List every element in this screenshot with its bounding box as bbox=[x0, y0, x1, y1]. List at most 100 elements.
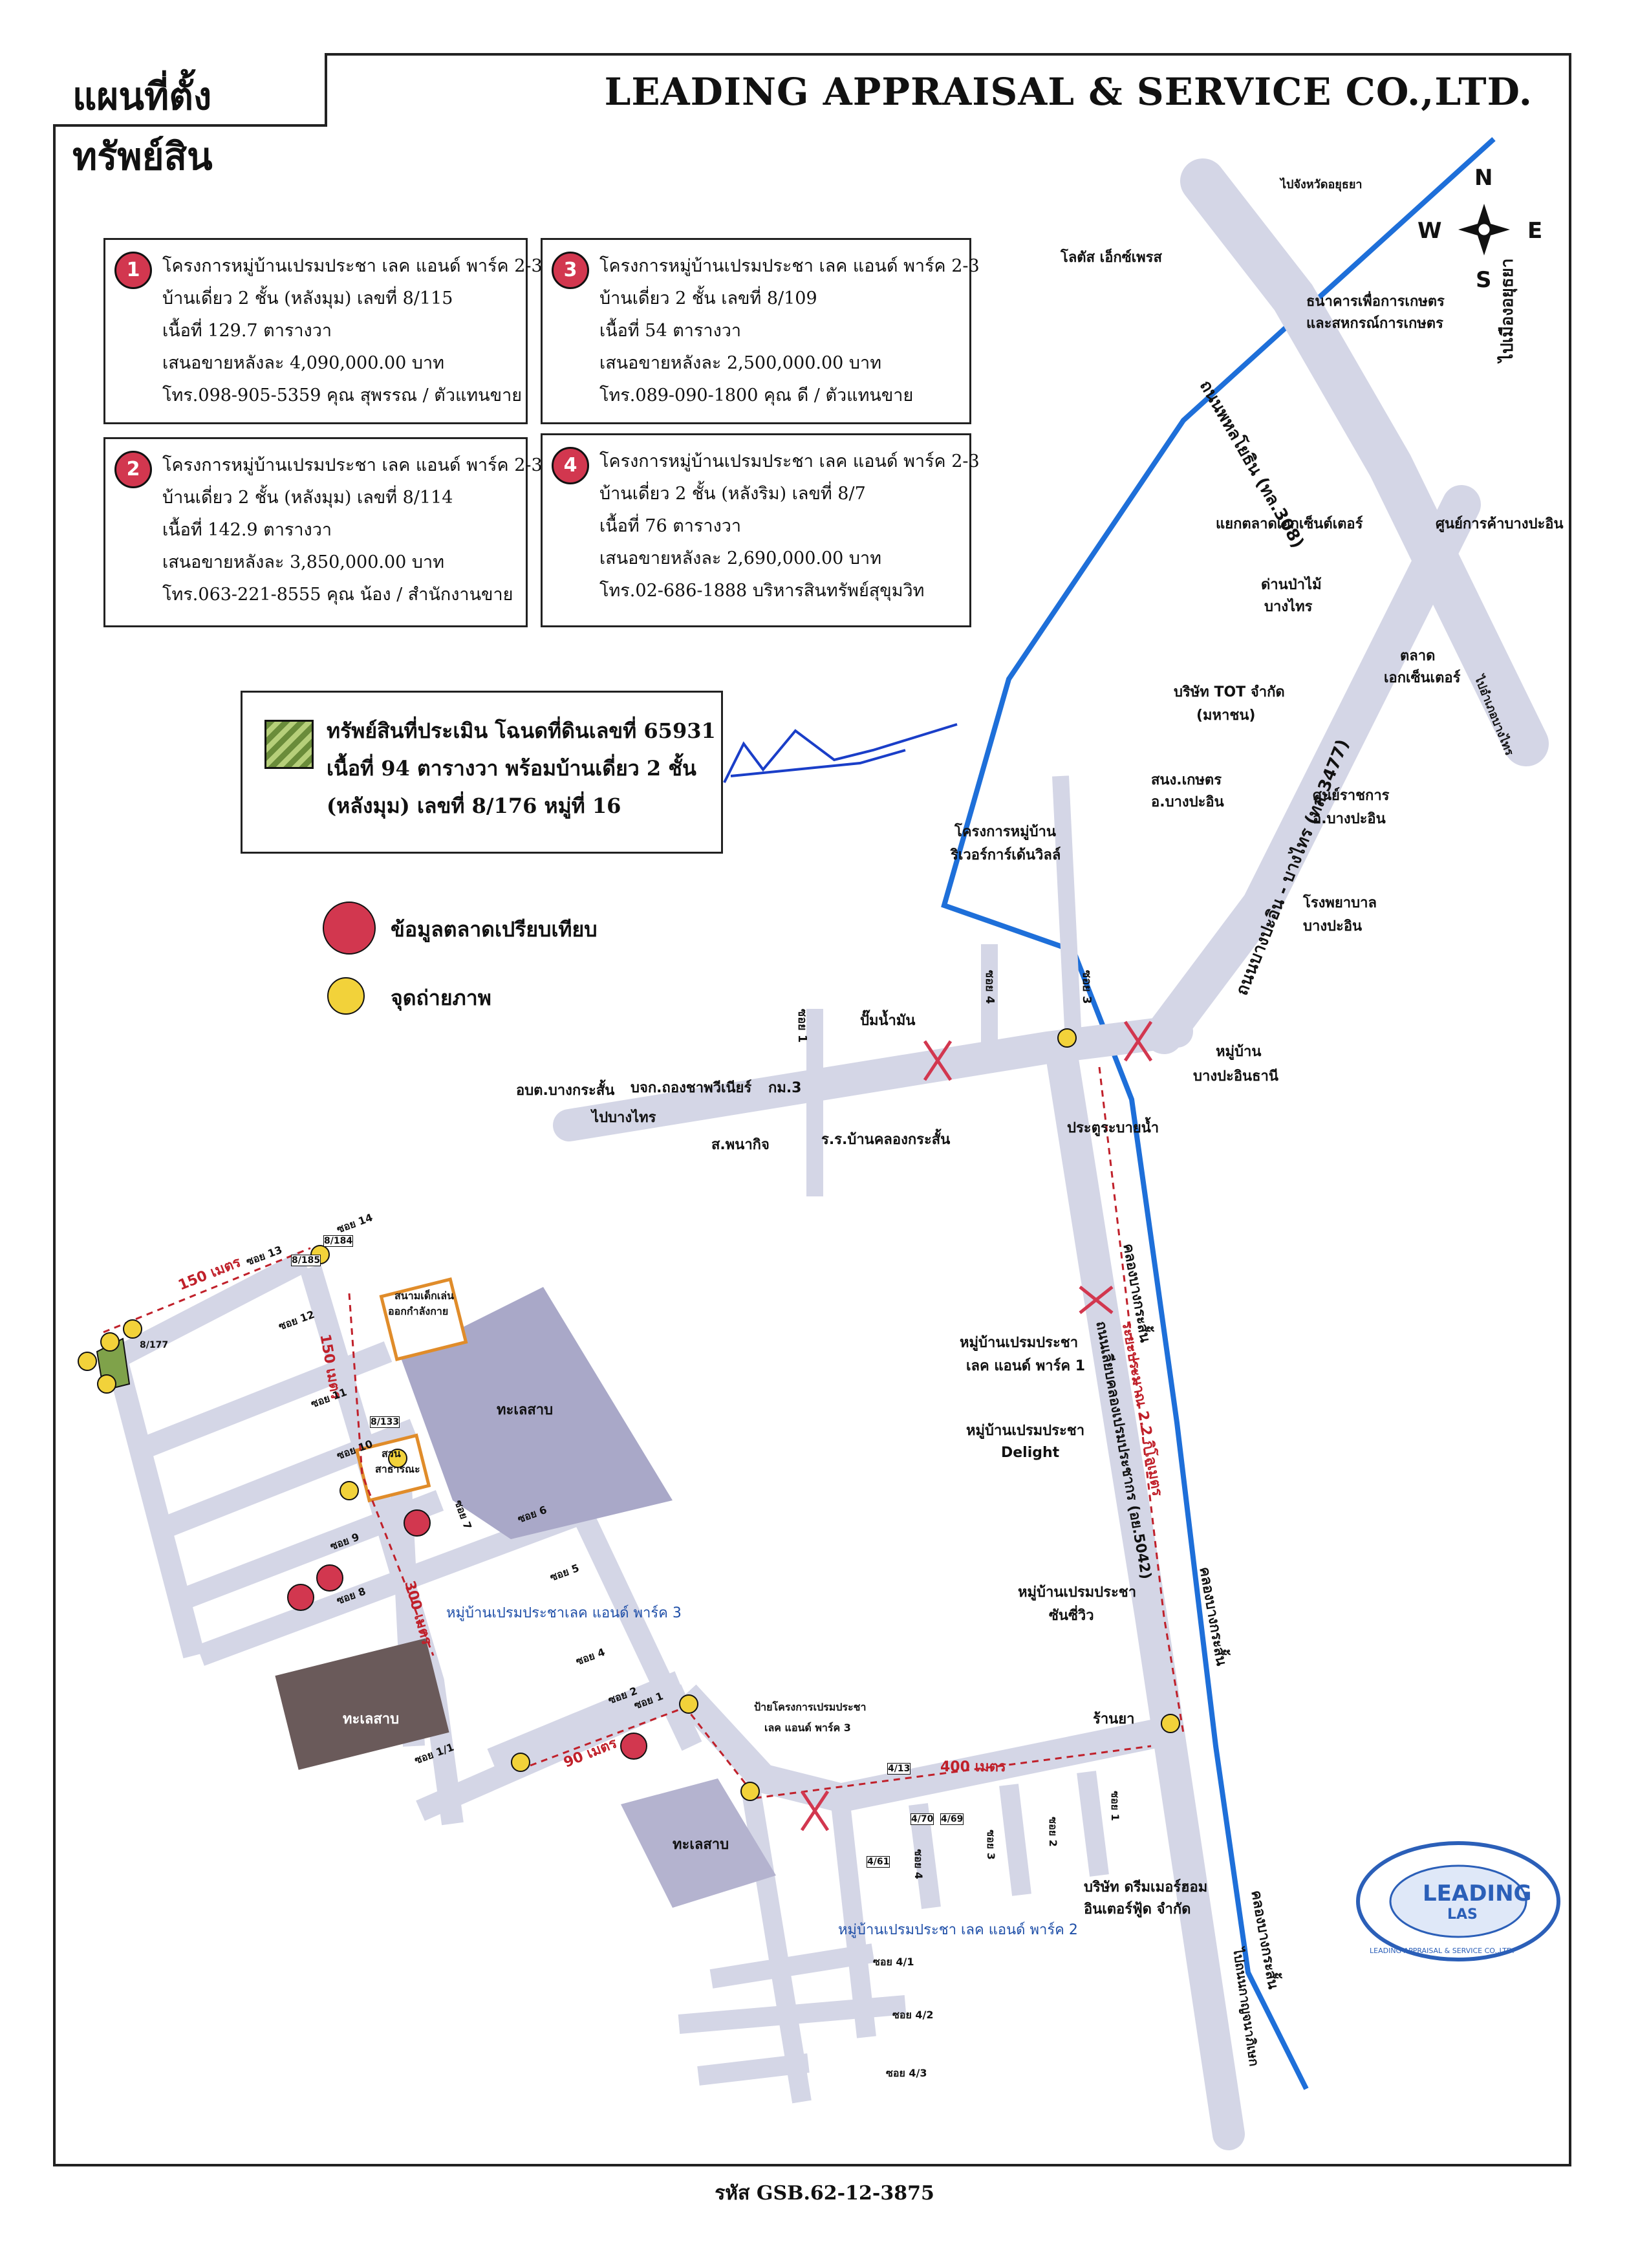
label-bank: ธนาคารเพื่อการเกษตร bbox=[1306, 294, 1445, 310]
label-forest1: ด่านป่าไม้ bbox=[1261, 577, 1322, 593]
marker-badge: 4 bbox=[552, 447, 589, 484]
company-name: LEADING APPRAISAL & SERVICE CO.,LTD. bbox=[604, 70, 1533, 114]
soi-label: ซอย 4 bbox=[912, 1849, 925, 1879]
label-to-ayutthaya-top: ไปจังหวัดอยุธยา bbox=[1280, 178, 1363, 191]
listing-line: เสนอขายหลังละ 2,500,000.00 บาท bbox=[599, 353, 882, 373]
page-title: แผนที่ตั้งทรัพย์สิน bbox=[72, 74, 213, 178]
label-market2: เอกเซ็นเตอร์ bbox=[1384, 670, 1461, 686]
listing-box-2: 2 โครงการหมู่บ้านเปรมประชา เลค แอนด์ พาร… bbox=[103, 437, 543, 627]
listing-line: โครงการหมู่บ้านเปรมประชา เลค แอนด์ พาร์ค… bbox=[162, 455, 543, 475]
house-tag: 4/13 bbox=[887, 1763, 911, 1775]
soi-label: ซอย 3 bbox=[984, 1830, 997, 1860]
label-hosp2: บางปะอิน bbox=[1303, 918, 1363, 934]
listing-line: เนื้อที่ 54 ตารางวา bbox=[599, 321, 742, 341]
listing-line: โครงการหมู่บ้านเปรมประชา เลค แอนด์ พาร์ค… bbox=[162, 256, 543, 276]
subject-line: (หลังมุม) เลขที่ 8/176 หมู่ที่ 16 bbox=[327, 794, 621, 818]
label-hosp1: โรงพยาบาล bbox=[1303, 895, 1377, 911]
listing-line: บ้านเดี่ยว 2 ชั้น (หลังริม) เลขที่ 8/7 bbox=[599, 484, 866, 504]
soi-label: ซอย 4/1 bbox=[873, 1956, 914, 1968]
marker-badge: 1 bbox=[114, 252, 152, 289]
subject-line: เนื้อที่ 94 ตารางวา พร้อมบ้านเดี่ยว 2 ชั… bbox=[327, 756, 696, 781]
label-agri2: อ.บางปะอิน bbox=[1151, 794, 1224, 810]
house-tag: 4/69 bbox=[940, 1813, 964, 1825]
label-river2: ริเวอร์การ์เด้นวิลล์ bbox=[951, 847, 1061, 863]
label-to-bangsai-left: ไปบางไทร bbox=[592, 1110, 656, 1126]
label-forest2: บางไทร bbox=[1264, 599, 1313, 615]
compass-n: N bbox=[1474, 165, 1493, 191]
soi-label: ซอย 4/2 bbox=[892, 2009, 934, 2021]
label-d400: 400 เมตร bbox=[940, 1759, 1006, 1775]
label-inter2: อินเตอร์ฟู้ด จำกัด bbox=[1084, 1901, 1191, 1917]
label-junction: แยกตลาดเอกเซ็นต์เตอร์ bbox=[1216, 516, 1363, 532]
listing-line: บ้านเดี่ยว 2 ชั้น (หลังมุม) เลขที่ 8/114 bbox=[162, 488, 453, 508]
label-park2: หมู่บ้านเปรมประชา เลค แอนด์ พาร์ค 2 bbox=[838, 1922, 1078, 1938]
legend-photo-label: จุดถ่ายภาพ bbox=[391, 986, 491, 1010]
listing-line: โทร.089-090-1800 คุณ ดี / ตัวแทนขาย bbox=[599, 385, 914, 405]
label-gov2: อ.บางปะอิน bbox=[1313, 811, 1386, 827]
house-tag: 8/184 bbox=[323, 1235, 354, 1247]
label-lake2: ทะเลสาบ bbox=[673, 1837, 729, 1853]
label-playground2: ออกกำลังกาย bbox=[388, 1305, 449, 1317]
label-sign1: ป้ายโครงการเปรมประชา bbox=[754, 1701, 867, 1713]
label-police: ส.พนากิจ bbox=[711, 1137, 770, 1153]
label-prem1-2: เลค แอนด์ พาร์ค 1 bbox=[966, 1358, 1086, 1374]
listing-line: เนื้อที่ 142.9 ตารางวา bbox=[162, 520, 332, 540]
listing-line: โทร.02-686-1888 บริหารสินทรัพย์สุขุมวิท bbox=[599, 581, 925, 601]
label-sign2: เลค แอนด์ พาร์ค 3 bbox=[764, 1722, 851, 1734]
label-inter1: บริษัท ดรีมเมอร์ฮอม bbox=[1084, 1879, 1208, 1895]
listing-line: โทร.063-221-8555 คุณ น้อง / สำนักงานขาย bbox=[162, 585, 513, 605]
label-bank2: และสหกรณ์การเกษตร bbox=[1306, 316, 1443, 332]
label-shopping: ศูนย์การค้าบางปะอิน bbox=[1436, 516, 1564, 532]
listing-line: โครงการหมู่บ้านเปรมประชา เลค แอนด์ พาร์ค… bbox=[599, 256, 980, 276]
listing-line: บ้านเดี่ยว 2 ชั้น เลขที่ 8/109 bbox=[599, 288, 817, 308]
label-soi3: ซอย 3 bbox=[1080, 970, 1094, 1004]
label-pharm: ร้านยา bbox=[1093, 1711, 1135, 1727]
label-delight2: Delight bbox=[1001, 1445, 1060, 1461]
listing-line: โครงการหมู่บ้านเปรมประชา เลค แอนด์ พาร์ค… bbox=[599, 451, 980, 471]
marker-badge: 2 bbox=[114, 451, 152, 488]
house-tag: 4/70 bbox=[911, 1813, 934, 1825]
listing-box-4: 4 โครงการหมู่บ้านเปรมประชา เลค แอนด์ พาร… bbox=[541, 433, 980, 627]
label-river1: โครงการหมู่บ้าน bbox=[954, 824, 1056, 840]
label-dhani1: หมู่บ้าน bbox=[1216, 1044, 1262, 1060]
label-park3: หมู่บ้านเปรมประชาเลค แอนด์ พาร์ค 3 bbox=[446, 1605, 682, 1621]
label-garden2: สาธารณะ bbox=[375, 1463, 420, 1475]
marker-badge: 3 bbox=[552, 252, 589, 289]
label-gate: ประตูระบายน้ำ bbox=[1067, 1120, 1159, 1136]
label-school: ร.ร.บ้านคลองกระสั้น bbox=[821, 1132, 951, 1148]
listing-line: เนื้อที่ 76 ตารางวา bbox=[599, 516, 742, 536]
listing-line: โทร.098-905-5359 คุณ สุพรรณ / ตัวแทนขาย bbox=[162, 385, 523, 405]
title-tab: แผนที่ตั้งทรัพย์สิน bbox=[53, 53, 327, 178]
house-tag: 8/185 bbox=[291, 1255, 321, 1266]
label-soi4: ซอย 4 bbox=[983, 970, 997, 1004]
label-lotus: โลตัส เอ็กซ์เพรส bbox=[1061, 250, 1162, 266]
compass: N S W E bbox=[1417, 165, 1542, 294]
compass-w: W bbox=[1417, 218, 1442, 244]
label-garden1: สวน bbox=[382, 1447, 401, 1460]
label-tot1: บริษัท TOT จำกัด bbox=[1174, 684, 1285, 700]
soi-label: ซอย 1 bbox=[1108, 1791, 1121, 1821]
listing-line: เนื้อที่ 129.7 ตารางวา bbox=[162, 321, 332, 341]
house-tag: 8/177 bbox=[140, 1340, 169, 1350]
label-agri1: สนง.เกษตร bbox=[1151, 772, 1222, 788]
label-playground1: สนามเด็กเล่น bbox=[394, 1290, 454, 1302]
listing-line: บ้านเดี่ยว 2 ชั้น (หลังมุม) เลขที่ 8/115 bbox=[162, 288, 453, 308]
soi-label: ซอย 4/3 bbox=[886, 2067, 927, 2079]
label-km3: กม.3 bbox=[768, 1080, 802, 1096]
label-sunview1: หมู่บ้านเปรมประชา bbox=[1018, 1584, 1137, 1601]
listing-box-1: 1 โครงการหมู่บ้านเปรมประชา เลค แอนด์ พาร… bbox=[103, 238, 543, 424]
label-tot2: (มหาชน) bbox=[1196, 707, 1256, 724]
subject-line: ทรัพย์สินที่ประเมิน โฉนดที่ดินเลขที่ 659… bbox=[327, 718, 716, 743]
label-lake1: ทะเลสาบ bbox=[497, 1402, 554, 1418]
label-company-farm: บจก.ถองชาพวีเนียร์ bbox=[630, 1080, 752, 1096]
listing-line: เสนอขายหลังละ 4,090,000.00 บาท bbox=[162, 353, 445, 373]
listing-line: เสนอขายหลังละ 2,690,000.00 บาท bbox=[599, 548, 882, 568]
listing-box-3: 3 โครงการหมู่บ้านเปรมประชา เลค แอนด์ พาร… bbox=[541, 238, 980, 424]
compass-s: S bbox=[1476, 267, 1492, 293]
stamp-ring: LEADING APPRAISAL & SERVICE CO.,LTD. bbox=[1370, 1947, 1514, 1955]
label-prem1-1: หมู่บ้านเปรมประชา bbox=[960, 1335, 1079, 1351]
label-gov1: ศูนย์ราชการ bbox=[1313, 788, 1390, 804]
label-to-ayutthaya: ไปเมืองอยุธยา bbox=[1498, 258, 1517, 362]
stamp-sub: LAS bbox=[1447, 1906, 1478, 1923]
legend-market-label: ข้อมูลตลาดเปรียบเทียบ bbox=[391, 917, 598, 942]
